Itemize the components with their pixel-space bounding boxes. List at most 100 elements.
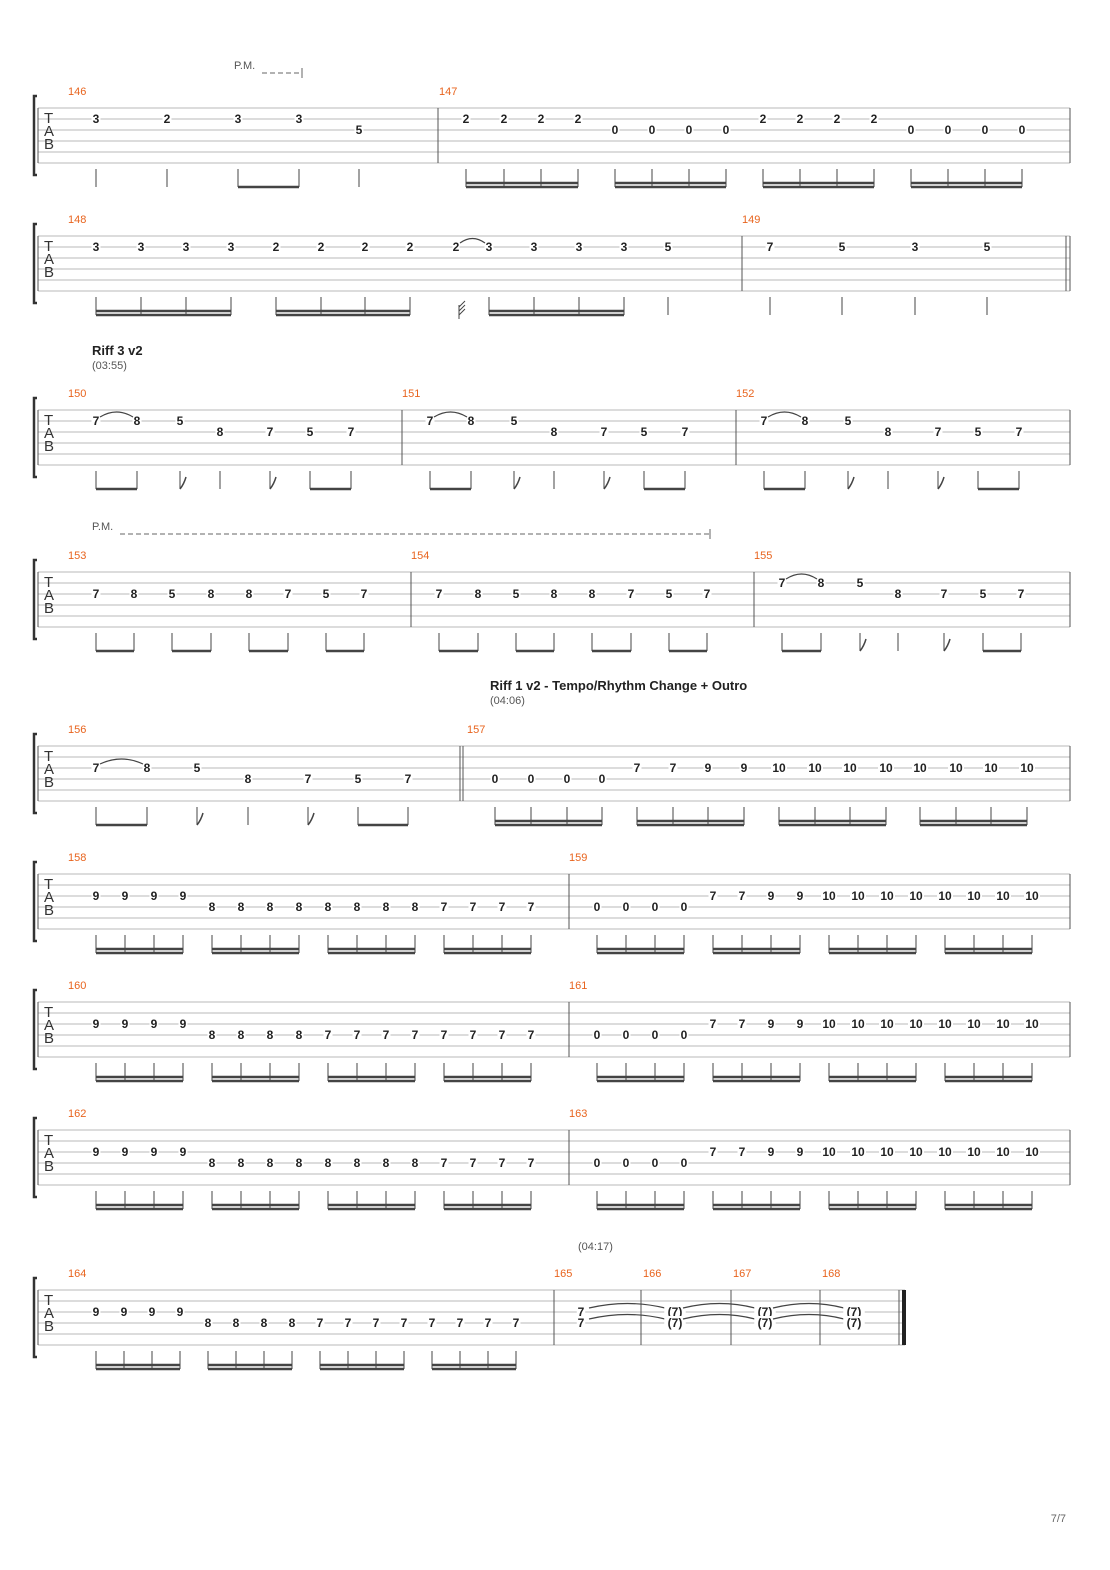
fret-bg <box>754 1305 776 1318</box>
fret-bg <box>178 1146 188 1158</box>
fret-number: 7 <box>739 1145 746 1159</box>
fret-bg <box>215 426 225 438</box>
fret-number: 7 <box>601 425 608 439</box>
fret-number: 10 <box>843 761 857 775</box>
measure-number: 152 <box>736 388 754 400</box>
fret-bg <box>766 890 776 902</box>
fret-number: 7 <box>682 425 689 439</box>
fret-bg <box>621 1157 631 1169</box>
slur-arc <box>99 758 144 765</box>
fret-number: 0 <box>908 123 915 137</box>
fret-number: 2 <box>871 112 878 126</box>
fret-bg <box>973 426 983 438</box>
tab-clef-letter: B <box>44 774 54 791</box>
fret-bg <box>483 1317 493 1329</box>
fret-number: 2 <box>164 112 171 126</box>
fret-bg <box>1019 762 1035 774</box>
fret-bg <box>294 1029 304 1041</box>
fret-number: 7 <box>325 1028 332 1042</box>
fret-bg <box>353 773 363 785</box>
fret-bg <box>526 901 536 913</box>
fret-number: 10 <box>1025 1145 1039 1159</box>
fret-bg <box>359 588 369 600</box>
fret-number: 10 <box>772 761 786 775</box>
fret-bg <box>816 577 826 589</box>
measure-number: 148 <box>68 214 86 226</box>
fret-bg <box>937 890 953 902</box>
fret-number: 8 <box>131 587 138 601</box>
fret-bg <box>758 113 768 125</box>
measure-number: 151 <box>402 388 420 400</box>
fret-number: 0 <box>594 1028 601 1042</box>
section-time: (04:06) <box>490 695 525 707</box>
fret-number: 8 <box>134 414 141 428</box>
fret-bg <box>879 890 895 902</box>
fret-bg <box>207 1029 217 1041</box>
fret-bg <box>807 762 823 774</box>
fret-number: 8 <box>818 576 825 590</box>
fret-number: 0 <box>528 772 535 786</box>
fret-number: 10 <box>851 1017 865 1031</box>
fret-bg <box>294 1157 304 1169</box>
tab-clef-letter: B <box>44 902 54 919</box>
fret-bg <box>679 901 689 913</box>
note-flag <box>859 638 867 652</box>
fret-bg <box>843 415 853 427</box>
fret-number: 3 <box>531 240 538 254</box>
note-flag <box>179 476 187 490</box>
fret-number: 8 <box>296 1028 303 1042</box>
fret-number: 10 <box>1025 889 1039 903</box>
fret-bg <box>821 1018 837 1030</box>
fret-bg <box>233 113 243 125</box>
fret-number: 9 <box>93 1305 100 1319</box>
fret-bg <box>497 1157 507 1169</box>
fret-bg <box>737 1146 747 1158</box>
fret-number: 7 <box>1018 587 1025 601</box>
fret-number: 10 <box>949 761 963 775</box>
fret-number: 8 <box>412 900 419 914</box>
fret-number: 0 <box>594 900 601 914</box>
fret-number: 10 <box>1025 1017 1039 1031</box>
fret-number: 10 <box>938 889 952 903</box>
fret-bg <box>439 901 449 913</box>
fret-bg <box>795 890 805 902</box>
fret-bg <box>795 1018 805 1030</box>
fret-number: 5 <box>355 772 362 786</box>
fret-bg <box>294 113 304 125</box>
fret-bg <box>948 762 964 774</box>
tab-clef-letter: T <box>44 876 53 893</box>
fret-bg <box>410 1029 420 1041</box>
measure-number: 159 <box>569 852 587 864</box>
fret-number: 10 <box>938 1145 952 1159</box>
fret-number: 10 <box>967 889 981 903</box>
note-flag <box>937 476 945 490</box>
fret-number: 8 <box>209 900 216 914</box>
fret-bg <box>702 588 712 600</box>
fret-bg <box>283 588 293 600</box>
fret-number: 7 <box>405 772 412 786</box>
fret-number: 0 <box>623 1028 630 1042</box>
tie-arc <box>772 1313 845 1320</box>
fret-bg <box>468 1029 478 1041</box>
fret-number: 7 <box>401 1316 408 1330</box>
fret-number: 8 <box>551 425 558 439</box>
fret-bg <box>879 1146 895 1158</box>
tie-arc <box>682 1302 756 1309</box>
grace-flag <box>458 300 466 308</box>
fret-bg <box>468 901 478 913</box>
fret-bg <box>149 1018 159 1030</box>
fret-bg <box>795 1146 805 1158</box>
tab-clef-letter: A <box>44 123 54 140</box>
fret-bg <box>771 762 787 774</box>
fret-number: 0 <box>599 772 606 786</box>
fret-number: 10 <box>880 889 894 903</box>
fret-number: 7 <box>441 1028 448 1042</box>
fret-bg <box>236 1029 246 1041</box>
fret-bg <box>639 426 649 438</box>
fret-bg <box>650 1157 660 1169</box>
note-flag <box>196 812 204 826</box>
fret-bg <box>850 1018 866 1030</box>
fret-number: 9 <box>151 1017 158 1031</box>
tab-clef-letter: B <box>44 1158 54 1175</box>
fret-bg <box>265 901 275 913</box>
